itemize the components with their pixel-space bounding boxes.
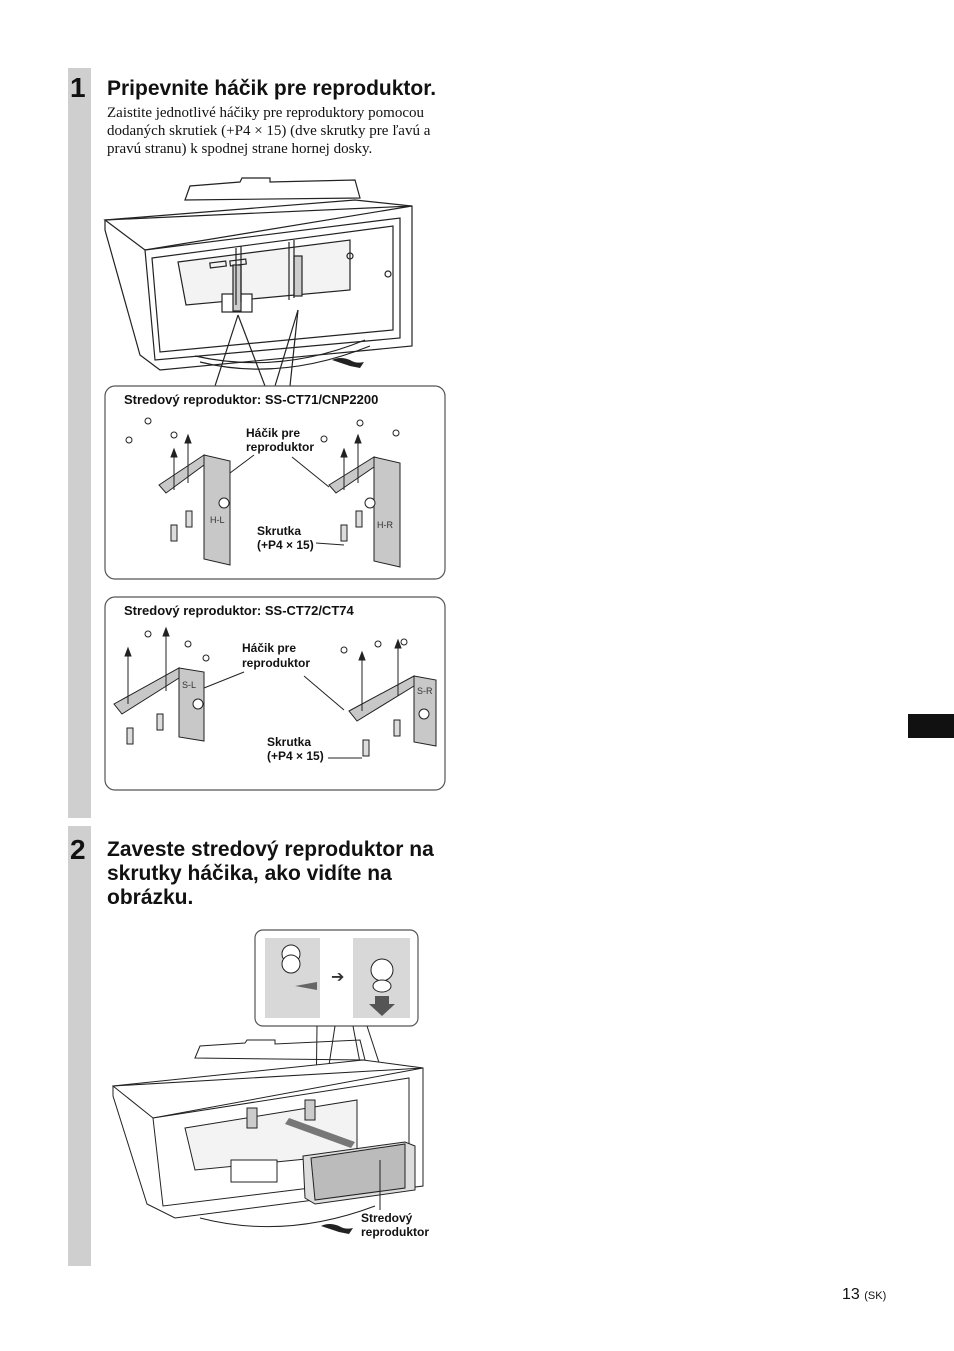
step2-title-line2: skrutky háčika, ako vidíte na — [107, 862, 392, 885]
step2-title-line1: Zaveste stredový reproduktor na — [107, 838, 434, 861]
language-tab — [908, 714, 954, 738]
panel1-hook-label-1: Háčik pre — [246, 426, 300, 440]
panel2-left-mark: S-L — [182, 680, 196, 690]
panel2-screw-label-2: (+P4 × 15) — [267, 749, 324, 763]
step1-text: Zaistite jednotlivé háčiky pre reprodukt… — [107, 105, 431, 157]
speaker-label-1: Stredový — [361, 1211, 413, 1225]
panel1-left-mark: H-L — [210, 515, 225, 525]
panel2-right-mark: S-R — [417, 686, 433, 696]
panel1-title: Stredový reproduktor: SS-CT71/CNP2200 — [124, 392, 378, 407]
panel2-title: Stredový reproduktor: SS-CT72/CT74 — [124, 603, 354, 618]
hook-panel-ct72: Stredový reproduktor: SS-CT72/CT74 Háčik… — [104, 596, 446, 791]
step1-bar — [68, 68, 91, 818]
page-language: (SK) — [864, 1290, 887, 1302]
hang-speaker-illustration: ➔ Stredový reproduktor — [111, 929, 429, 1239]
panel2-screw-label-1: Skrutka — [267, 735, 311, 749]
panel2-hook-label-1: Háčik pre — [242, 641, 296, 655]
step1-title: Pripevnite háčik pre reproduktor. — [107, 77, 437, 100]
panel1-screw-label-1: Skrutka — [257, 524, 301, 538]
step2-number: 2 — [70, 834, 86, 865]
panel2-hook-label-2: reproduktor — [242, 656, 310, 670]
panel1-screw-label-2: (+P4 × 15) — [257, 538, 314, 552]
speaker-label-2: reproduktor — [361, 1225, 429, 1239]
page-number: 13 (SK) — [842, 1286, 886, 1304]
hook-panel-ct71: Stredový reproduktor: SS-CT71/CNP2200 Há… — [104, 385, 446, 580]
svg-text:➔: ➔ — [331, 969, 344, 986]
panel1-right-mark: H-R — [377, 520, 393, 530]
panel1-hook-label-2: reproduktor — [246, 440, 314, 454]
step2-title-line3: obrázku. — [107, 886, 194, 909]
page-number-value: 13 — [842, 1286, 860, 1303]
step1-number: 1 — [70, 72, 86, 103]
stand-hooks-illustration — [103, 177, 413, 387]
step2-bar — [68, 826, 91, 1266]
